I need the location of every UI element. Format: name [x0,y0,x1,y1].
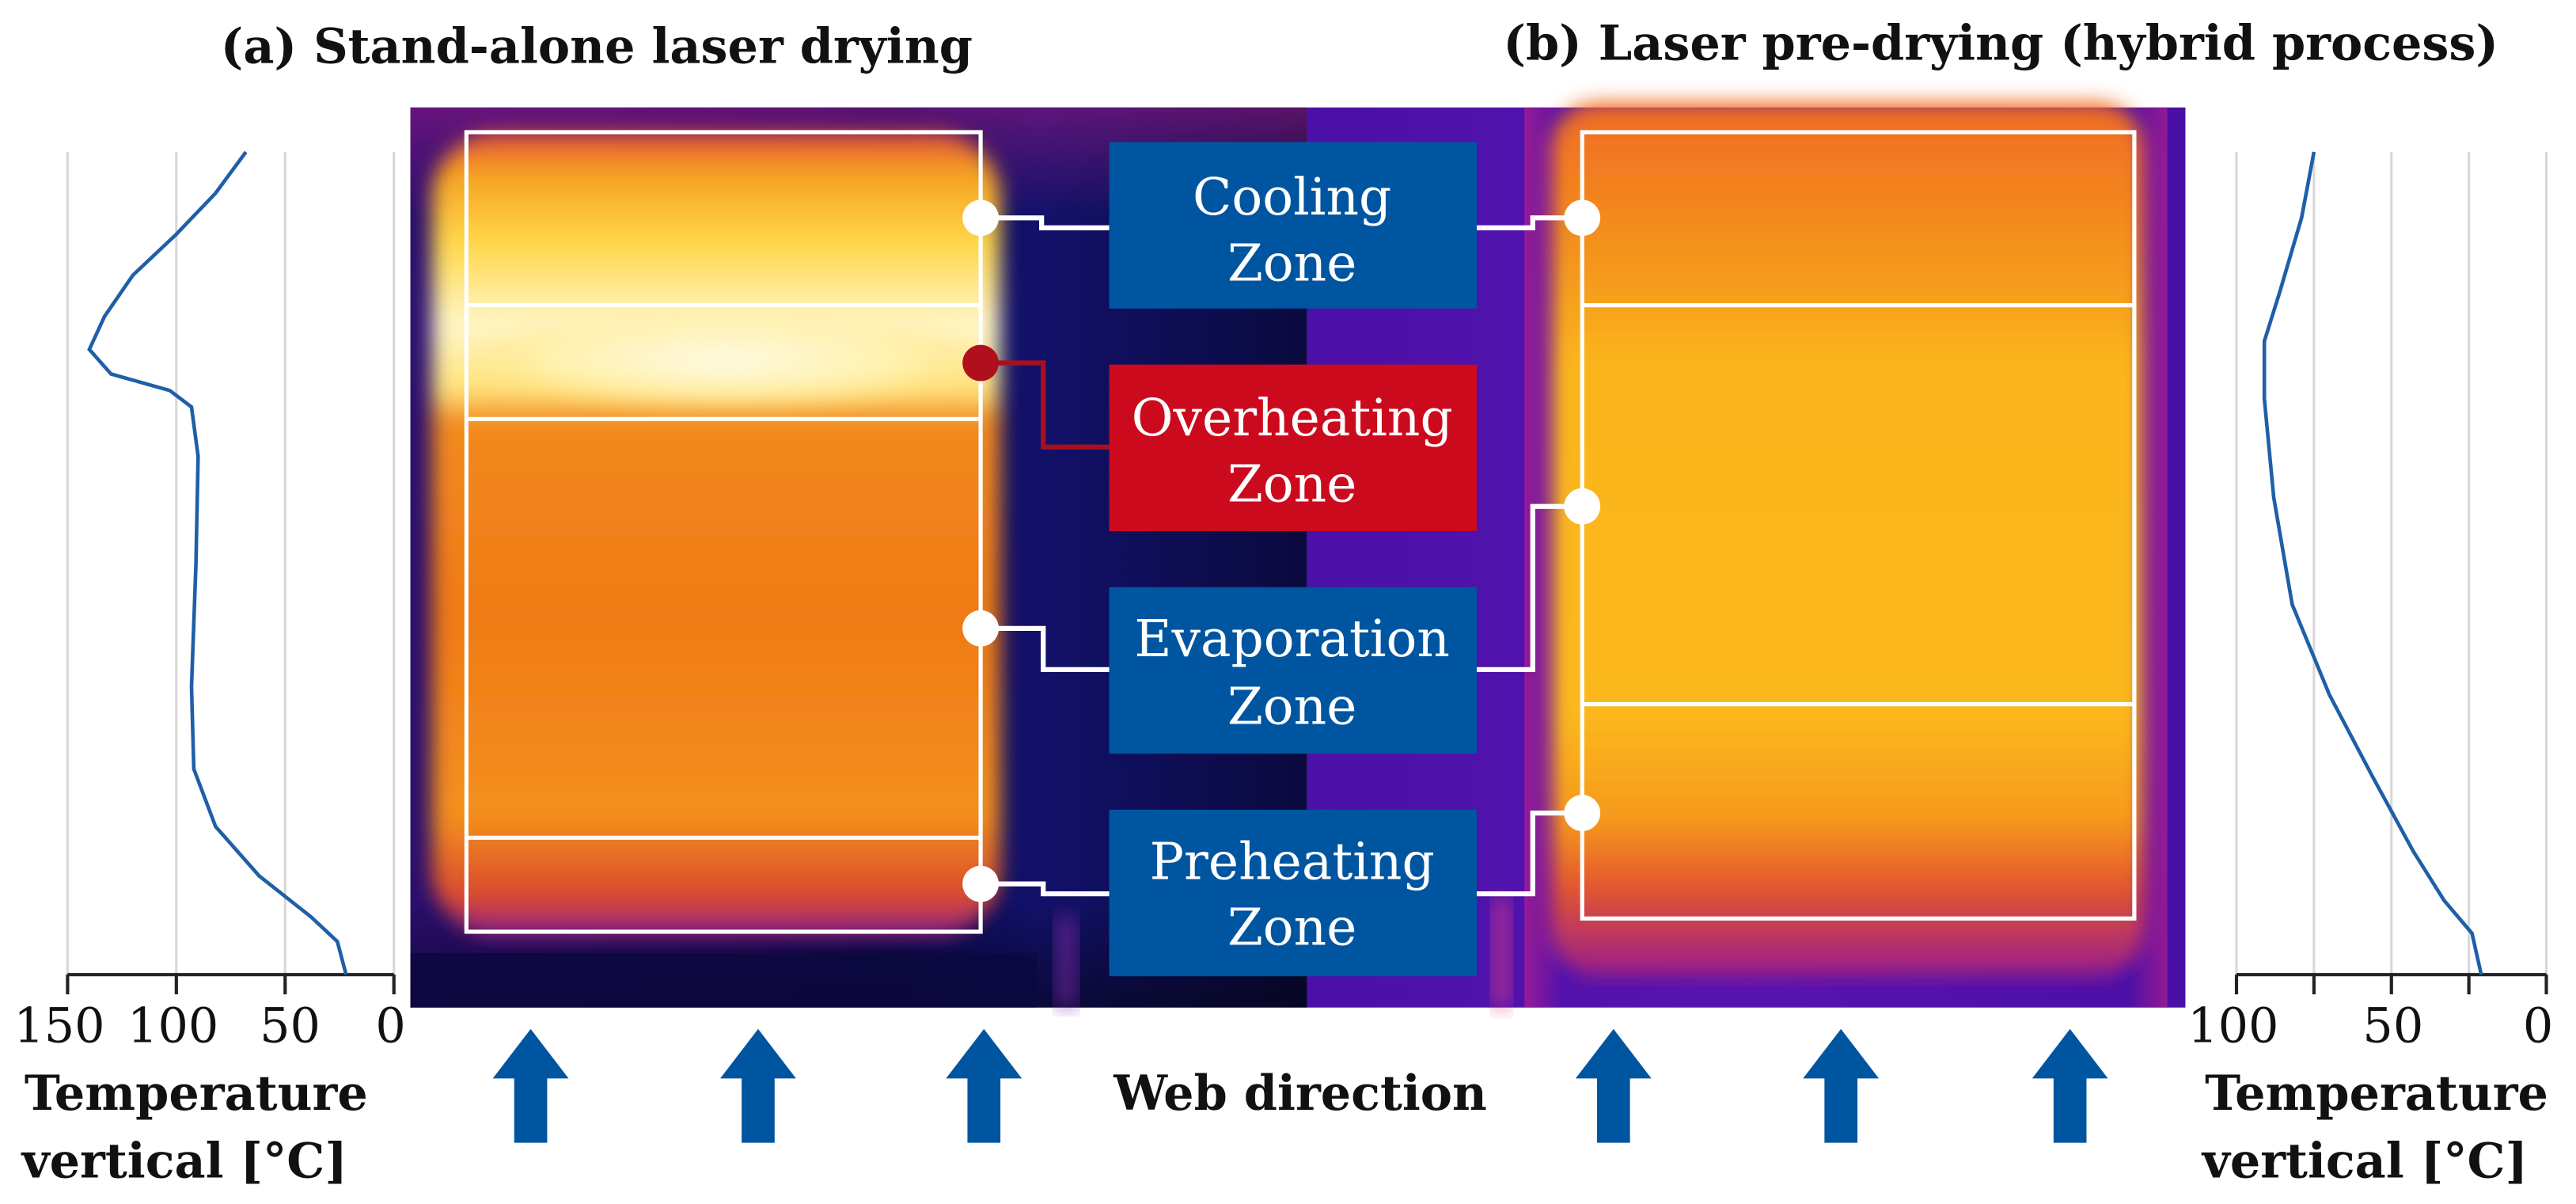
left-profile-plot: 150 100 50 0 Temperature vertical [°C] [13,150,406,1189]
connector-cooling-left [981,215,1110,230]
up-arrow-icon [1803,1028,1880,1143]
zone-label-preheating-line2: Zone [1227,898,1356,958]
up-arrow-icon [1575,1028,1652,1143]
up-arrow-icon [492,1028,569,1143]
right-tick-label: 0 [2523,999,2553,1054]
thermal-streak-left [1054,915,1078,1008]
connector-preheating-left [981,881,1110,897]
left-tick-label: 100 [127,999,218,1054]
up-arrow-icon [720,1028,796,1143]
right-axis-label-line1: Temperature [2205,1065,2548,1122]
right-profile-ticks: 100 50 0 [2187,999,2553,1054]
panel-a-title: (a) Stand-alone laser drying [221,19,973,75]
left-tick-label: 0 [375,999,405,1054]
web-direction-arrows [492,1028,2108,1143]
thermal-dark-bottom-left [410,953,1037,1008]
right-profile-grid [2235,151,2548,975]
circle-marker-icon [1564,795,1601,831]
right-tick-label: 100 [2187,999,2278,1054]
thermal-streak-right [1491,898,1512,1008]
left-axis-label-line2: vertical [°C] [21,1133,347,1189]
connector-evaporation-right [1476,503,1583,673]
zone-label-preheating-line1: Preheating [1150,832,1435,891]
web-direction-label: Web direction [1113,1065,1487,1122]
circle-marker-icon [1564,488,1601,525]
left-profile-ticks: 150 100 50 0 [13,999,405,1054]
right-profile-axis [2234,973,2548,995]
zone-label-cooling-line2: Zone [1227,234,1356,293]
left-axis-label-line1: Temperature [25,1065,368,1122]
left-profile-grid [66,151,396,975]
zone-label-cooling-line1: Cooling [1193,168,1391,227]
zone-label-evaporation-line2: Zone [1227,678,1356,737]
thermal-edge-fade-right [1524,107,2168,1008]
zone-label-overheating-line2: Zone [1227,454,1356,514]
connector-overheating [981,360,1110,450]
connector-cooling-right [1476,215,1583,230]
connector-dots [962,199,1601,902]
left-profile-axis [66,973,396,995]
panel-b-title: (b) Laser pre-drying (hybrid process) [1503,15,2498,71]
connector-evaporation-left [981,625,1110,673]
zone-label-evaporation: Evaporation Zone [1109,587,1477,754]
up-arrow-icon [2032,1028,2108,1143]
right-profile-series-line [2262,151,2483,975]
left-tick-label: 50 [260,999,321,1054]
circle-marker-icon [1564,199,1601,237]
circle-marker-icon [962,199,1000,237]
left-tick-label: 150 [13,999,104,1054]
connectors [981,215,1583,897]
right-tick-label: 50 [2362,999,2423,1054]
up-arrow-icon [946,1028,1022,1143]
left-profile-series-line [87,150,348,975]
zone-label-preheating: Preheating Zone [1109,809,1477,977]
connector-preheating-right [1476,810,1583,897]
thermal-hot-left [431,131,1001,937]
zone-label-overheating-line1: Overheating [1132,389,1453,448]
right-axis-label-line2: vertical [°C] [2201,1133,2528,1189]
zone-label-overheating: Overheating Zone [1109,364,1477,531]
zone-label-evaporation-line1: Evaporation [1134,610,1450,669]
circle-marker-icon [962,865,1000,902]
zone-outlines-left [464,130,983,934]
right-profile-plot: 100 50 0 Temperature vertical [°C] [2187,151,2553,1189]
thermal-overheat-glow [461,310,989,409]
zone-outlines-right [1580,130,2137,921]
zone-label-cooling: Cooling Zone [1109,142,1477,309]
circle-marker-icon [962,344,1000,382]
circle-marker-icon [962,610,1000,647]
